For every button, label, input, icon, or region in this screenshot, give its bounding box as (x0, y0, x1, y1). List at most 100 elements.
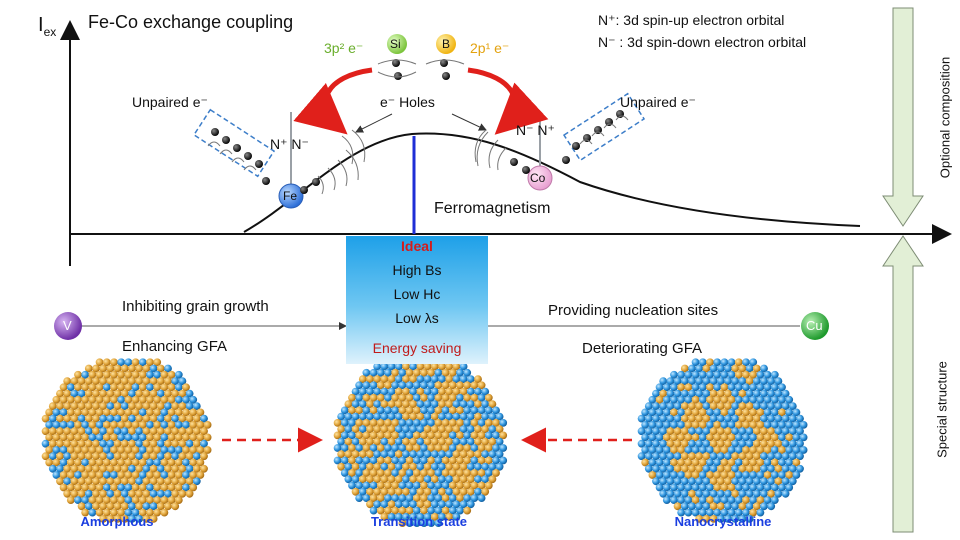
gold-atom (362, 431, 371, 440)
gold-atom (691, 395, 700, 404)
blue-atom (394, 362, 403, 371)
gold-atom (423, 425, 432, 434)
gold-atom (752, 364, 761, 373)
blue-atom (684, 446, 693, 454)
blue-atom (174, 446, 183, 454)
gold-atom (416, 487, 425, 496)
blue-atom (420, 519, 428, 527)
blue-atom (488, 450, 497, 459)
blue-atom (380, 437, 389, 446)
blue-atom (448, 431, 457, 440)
gold-atom (441, 393, 450, 402)
gold-atom (402, 462, 410, 471)
gold-atom (702, 414, 711, 423)
gold-atom (724, 439, 732, 448)
blue-atom (138, 358, 147, 367)
gold-atom (709, 477, 718, 486)
blue-atom (760, 364, 768, 373)
blue-atom (495, 450, 504, 459)
blue-atom (416, 425, 425, 434)
gold-atom (106, 377, 115, 385)
gold-atom (470, 469, 479, 477)
blue-atom (333, 456, 342, 465)
blue-atom (677, 395, 686, 404)
gold-atom (391, 393, 400, 402)
blue-atom (767, 477, 776, 486)
gold-atom (95, 395, 104, 404)
blue-atom (362, 456, 371, 465)
gold-atom (117, 508, 126, 517)
gold-atom (146, 358, 154, 367)
holes-pointer-right (451, 113, 487, 131)
gold-atom (142, 377, 151, 385)
blue-atom (380, 462, 389, 471)
gold-atom (463, 469, 472, 477)
gold-atom (720, 408, 729, 417)
gold-atom (59, 433, 68, 442)
blue-atom (135, 452, 144, 461)
blue-atom (405, 494, 414, 502)
gold-atom (720, 446, 729, 454)
gold-atom (333, 431, 342, 440)
blue-atom (384, 406, 392, 415)
gold-atom (84, 364, 93, 373)
gold-atom (774, 477, 783, 486)
v-effect-top: Inhibiting grain growth (122, 298, 269, 315)
blue-atom (99, 439, 108, 448)
gold-atom (405, 406, 414, 415)
blue-atom (648, 446, 657, 454)
blue-atom (792, 446, 801, 454)
blue-atom (430, 387, 439, 396)
blue-atom (81, 421, 90, 429)
blue-atom (174, 383, 183, 392)
gold-atom (185, 427, 194, 436)
gold-atom (178, 402, 187, 410)
blue-atom (384, 494, 392, 502)
gold-atom (438, 437, 446, 446)
gold-atom (434, 393, 443, 402)
blue-atom (362, 481, 371, 490)
blue-atom (695, 477, 704, 486)
gold-atom (756, 408, 765, 417)
blue-atom (77, 414, 86, 423)
gold-atom (742, 458, 750, 467)
gold-atom (106, 502, 115, 511)
gold-atom (74, 383, 82, 392)
gold-atom (673, 502, 682, 511)
gold-atom (456, 406, 464, 415)
gold-atom (684, 458, 693, 467)
gold-atom (402, 362, 410, 371)
gold-atom (63, 427, 72, 436)
gold-atom (81, 483, 90, 492)
blue-atom (131, 383, 140, 392)
gold-atom (756, 446, 765, 454)
blue-atom (734, 483, 743, 492)
gold-atom (463, 381, 472, 390)
gold-atom (153, 483, 162, 492)
gold-atom (445, 387, 454, 396)
gold-atom (160, 496, 169, 504)
blue-atom (477, 494, 486, 502)
gold-atom (128, 377, 136, 385)
blue-atom (160, 433, 169, 442)
gold-atom (171, 489, 180, 498)
blue-atom (434, 368, 443, 377)
blue-atom (763, 408, 772, 417)
gold-atom (120, 439, 129, 448)
blue-atom (402, 425, 410, 434)
gold-atom (48, 427, 57, 436)
blue-atom (164, 489, 172, 498)
blue-atom (684, 395, 693, 404)
blue-atom (156, 489, 165, 498)
blue-atom (430, 375, 439, 383)
gold-atom (376, 506, 385, 515)
gold-atom (706, 383, 714, 392)
blue-atom (441, 481, 450, 490)
blue-atom (466, 375, 475, 383)
blue-atom (351, 412, 360, 421)
blue-atom (742, 433, 750, 442)
gold-atom (745, 414, 754, 423)
blue-atom (474, 475, 482, 484)
gold-atom (95, 383, 104, 392)
blue-atom (398, 481, 407, 490)
